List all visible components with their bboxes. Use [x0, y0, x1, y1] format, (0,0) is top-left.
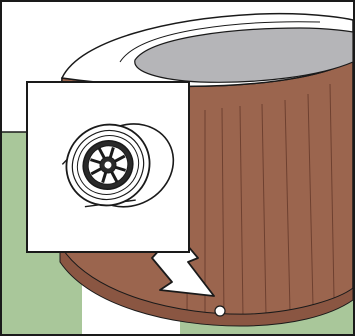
drain-location-dot [215, 306, 225, 316]
